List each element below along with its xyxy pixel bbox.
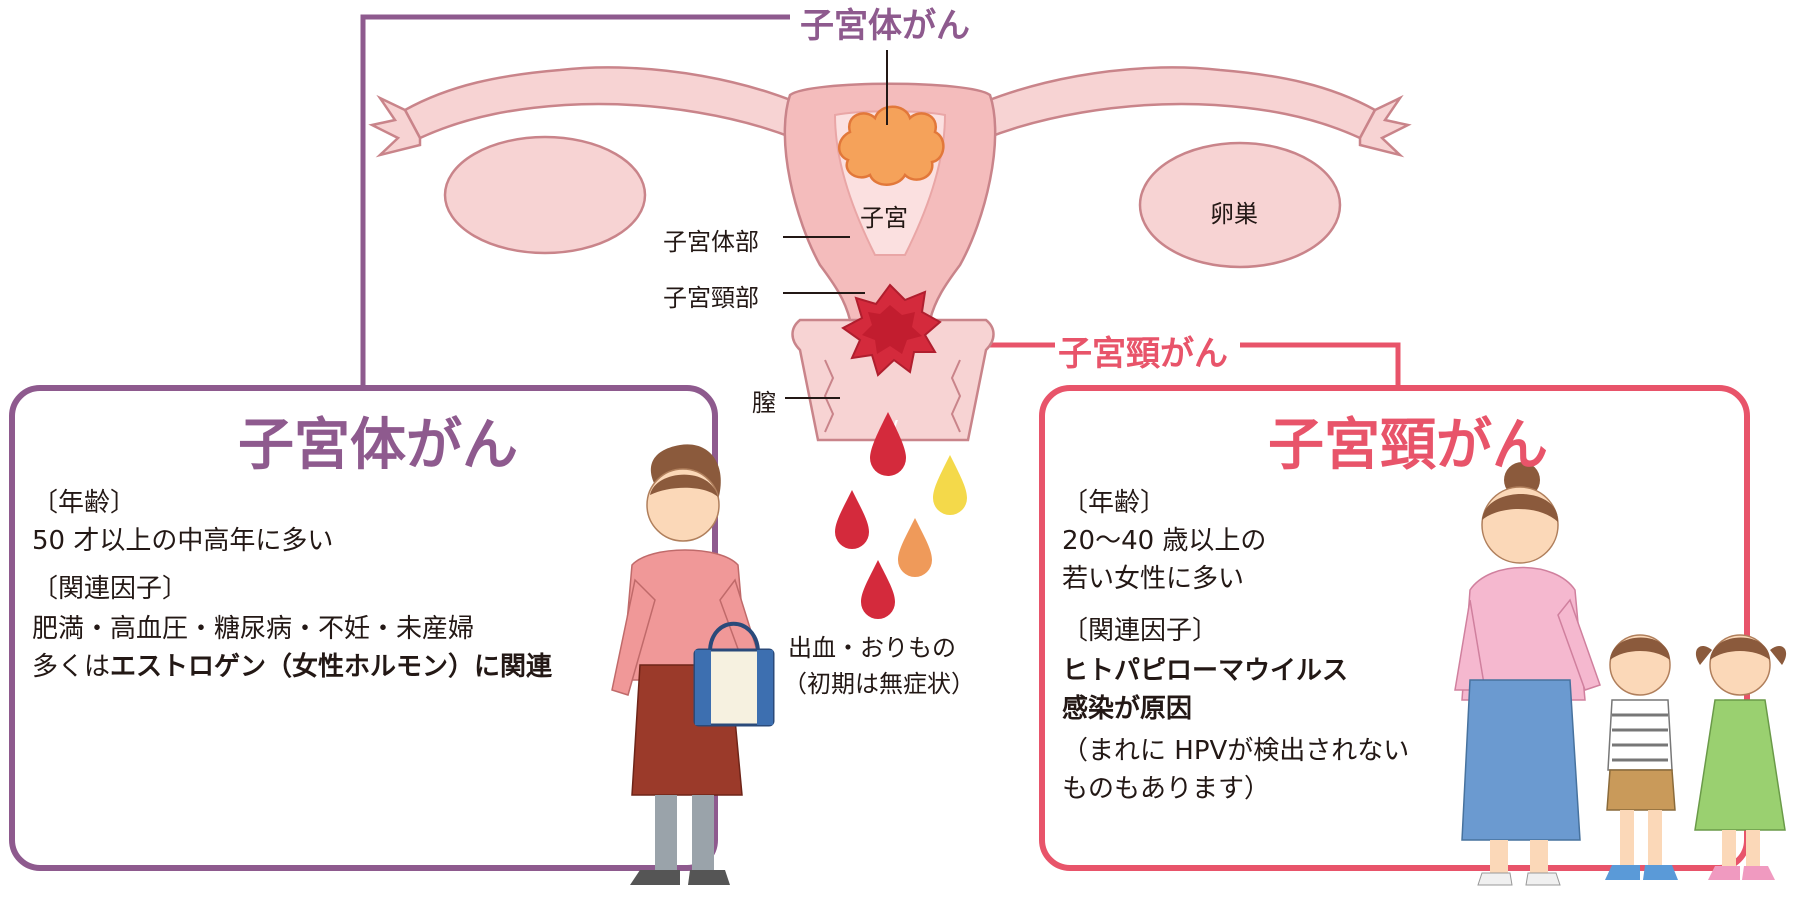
left-estrogen-note: 多くはエストロゲン（女性ホルモン）に関連: [32, 648, 552, 686]
right-age-line1: 20〜40 歳以上の: [1062, 526, 1267, 556]
uterus-label: 子宮: [860, 204, 908, 232]
vagina-folds: [823, 359, 962, 433]
right-cause-line1: ヒトパピローマウイルス: [1062, 656, 1349, 686]
cervical-cancer-connector: [1240, 342, 1401, 388]
left-factors-heading: 〔関連因子〕: [32, 574, 189, 604]
right-age-line2: 若い女性に多い: [1062, 564, 1245, 594]
uterine-body-cancer-top-label: 子宮体がん: [800, 6, 970, 46]
left-fimbriae: [368, 94, 422, 158]
drop-red-3: [861, 560, 895, 619]
left-note-prefix: 多くは: [32, 652, 111, 682]
drop-red-2: [835, 490, 869, 549]
uterine-body-cancer-connector: [360, 14, 790, 388]
cervical-cancer-top-label: 子宮頸がん: [1058, 334, 1228, 374]
left-note-bold: エストロゲン（女性ホルモン）に関連: [110, 652, 553, 682]
middle-aged-woman-figure: [611, 444, 775, 885]
mother-figure: [1454, 462, 1601, 886]
left-age-text: 50 才以上の中高年に多い: [32, 526, 334, 556]
right-factors-heading: 〔関連因子〕: [1062, 616, 1219, 646]
bleeding-label: 出血・おりもの: [788, 634, 956, 662]
left-ovary: [443, 135, 647, 255]
uterine-body-tumor: [838, 105, 945, 186]
cervical-tumor-core: [862, 305, 922, 354]
asymptomatic-label: （初期は無症状）: [783, 670, 975, 698]
girl-figure: [1694, 634, 1787, 880]
drop-yellow: [933, 455, 967, 515]
right-note-line1: （まれに HPVが検出されない: [1062, 736, 1410, 766]
left-fallopian-tube: [403, 66, 832, 152]
cervix-part-label: 子宮頸部: [663, 284, 759, 312]
uterine-body-part-label: 子宮体部: [663, 228, 759, 256]
vagina-label: 膣: [752, 389, 776, 417]
right-fallopian-tube: [948, 66, 1377, 152]
cervical-cancer-box-title: 子宮頸がん: [1268, 413, 1548, 478]
left-factors-text: 肥満・高血圧・糖尿病・不妊・未産婦: [32, 614, 475, 644]
right-ovary: [1138, 141, 1342, 269]
drop-red-1: [870, 412, 906, 476]
vagina: [791, 318, 995, 442]
right-cause-line2: 感染が原因: [1062, 694, 1193, 724]
right-note-line2: ものもあります）: [1062, 774, 1271, 804]
boy-figure: [1605, 634, 1678, 880]
ovary-label: 卵巣: [1210, 200, 1258, 228]
uterine-body-cancer-box-title: 子宮体がん: [238, 413, 518, 478]
drop-orange: [898, 518, 932, 577]
left-age-heading: 〔年齢〕: [32, 488, 137, 518]
right-fimbriae: [1358, 94, 1412, 158]
right-age-heading: 〔年齢〕: [1062, 488, 1167, 518]
